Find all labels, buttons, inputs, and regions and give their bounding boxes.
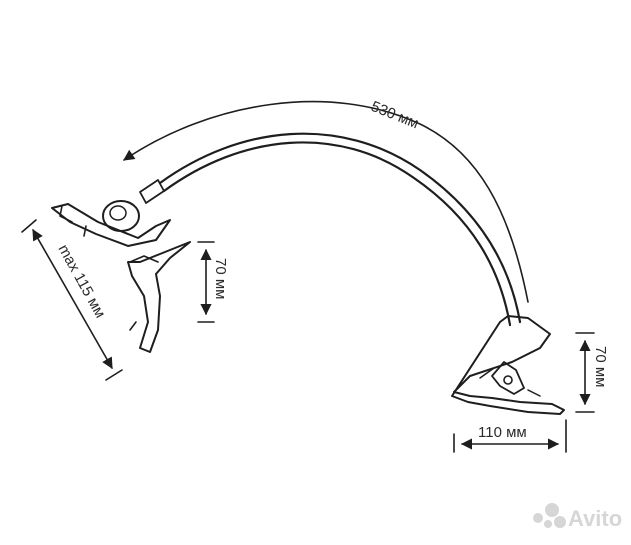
clip-height-label: 70 мм <box>592 346 609 387</box>
watermark-brand: Avito <box>568 506 622 531</box>
avito-watermark: Avito <box>533 503 622 531</box>
gooseneck-arm <box>158 132 522 327</box>
arm-collar <box>139 179 165 204</box>
clip-height-dimension: 70 мм <box>575 332 609 413</box>
holder-width-dimension: max 115 мм <box>21 219 123 381</box>
clip-width-label: 110 мм <box>478 424 527 441</box>
arm-length-dimension: 530 мм <box>123 98 529 303</box>
holder-height-label: 70 мм <box>212 258 229 299</box>
clip-width-dimension: 110 мм <box>453 419 567 453</box>
clamp-clip <box>451 315 565 415</box>
arm-length-label: 530 мм <box>369 98 422 132</box>
avito-logo-icon <box>533 503 566 528</box>
holder-height-dimension: 70 мм <box>197 241 229 323</box>
